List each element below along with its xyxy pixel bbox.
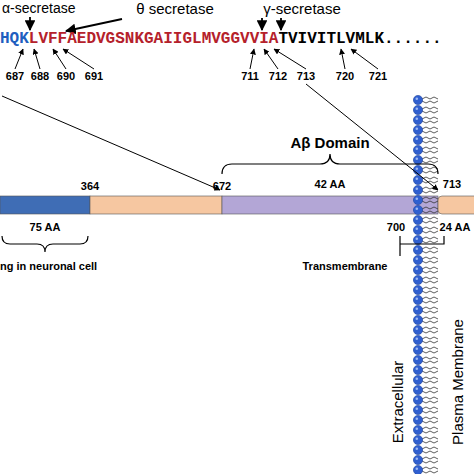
residue-number: 712 bbox=[269, 70, 287, 83]
residue-number: 687 bbox=[6, 70, 24, 83]
position-number: 713 bbox=[443, 178, 461, 191]
residue-arrow bbox=[341, 49, 345, 69]
residue-number: 721 bbox=[369, 70, 387, 83]
region-label: ng in neuronal cell bbox=[0, 260, 97, 273]
domain-segment bbox=[90, 196, 222, 214]
residue-number: 711 bbox=[241, 70, 259, 83]
residue-number: 713 bbox=[297, 70, 315, 83]
sequence-segment: HQK bbox=[0, 30, 29, 48]
domain-bracket bbox=[222, 154, 438, 174]
residue-arrow bbox=[264, 49, 278, 69]
position-number: 672 bbox=[213, 180, 231, 193]
plasma-membrane bbox=[412, 95, 442, 474]
residue-arrow bbox=[351, 49, 378, 69]
region-label: Transmembrane bbox=[303, 260, 388, 273]
sequence-segment: TVIVITLVMLK...... bbox=[278, 30, 441, 48]
residue-number: 688 bbox=[31, 70, 49, 83]
cleavage-arrow bbox=[29, 17, 31, 30]
domain-segment bbox=[438, 196, 474, 214]
position-number: 364 bbox=[81, 180, 99, 193]
sequence-segment: LVFFAEDVGSNKGAIIGLMVGGVVIA bbox=[29, 30, 279, 48]
cleavage-arrow bbox=[66, 19, 122, 31]
region-bracket bbox=[2, 236, 88, 252]
cleavage-arrow bbox=[280, 18, 282, 30]
residue-number: 720 bbox=[336, 70, 354, 83]
position-number: 700 bbox=[387, 221, 405, 234]
residue-arrow bbox=[250, 49, 254, 69]
side-label: Extracellular bbox=[389, 361, 406, 444]
length-label: 75 AA bbox=[30, 221, 61, 234]
domain-label: Aβ Domain bbox=[290, 134, 369, 151]
residue-arrow bbox=[15, 49, 23, 69]
enzyme-label: θ secretase bbox=[136, 0, 214, 17]
residue-arrow bbox=[53, 49, 66, 69]
residue-arrow bbox=[63, 49, 94, 69]
residue-arrow bbox=[274, 49, 306, 69]
cleavage-arrow bbox=[261, 18, 263, 30]
residue-number: 690 bbox=[57, 70, 75, 83]
enzyme-label: γ-secretase bbox=[263, 0, 341, 17]
domain-segment bbox=[0, 196, 90, 214]
enzyme-label: α-secretase bbox=[2, 0, 75, 16]
length-label: 24 AA bbox=[440, 221, 471, 234]
residue-number: 691 bbox=[85, 70, 103, 83]
abeta-segment bbox=[222, 196, 438, 214]
length-label: 42 AA bbox=[315, 178, 346, 191]
side-label: Plasma Membrane bbox=[449, 319, 466, 445]
residue-arrow bbox=[34, 49, 40, 69]
pointer-arrow bbox=[2, 96, 220, 190]
transmembrane-bracket bbox=[400, 236, 444, 256]
